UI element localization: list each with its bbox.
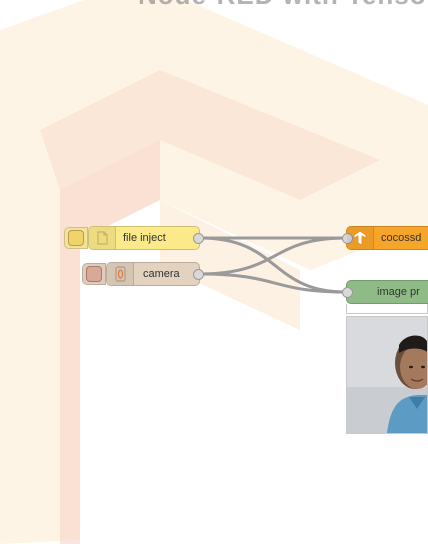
file-icon [89,227,116,249]
node-file-inject[interactable]: file inject [88,226,204,250]
node-label: file inject [123,232,166,244]
node-camera[interactable]: camera [106,262,204,286]
wire-camera-to-cocossd[interactable] [199,236,347,276]
node-cocossd[interactable]: cocossd [342,226,428,250]
input-port[interactable] [342,287,353,298]
camera-icon [107,263,134,285]
page-title: Node-RED with TensorFlow.js [138,0,428,11]
output-port[interactable] [193,269,204,280]
file-inject-button-wrap[interactable] [64,227,88,249]
node-label: camera [143,268,180,280]
logo-side-face [60,140,160,544]
image-preview-panel [346,316,428,434]
wire-file-to-preview[interactable] [199,236,347,294]
wire-camera-to-preview[interactable] [199,272,347,294]
node-image-preview[interactable]: image pr [342,280,428,304]
output-port[interactable] [193,233,204,244]
logo-mid-face [40,70,380,200]
camera-button[interactable] [86,266,102,282]
file-inject-button[interactable] [68,230,84,246]
camera-button-wrap[interactable] [82,263,106,285]
tensorflow-icon [347,227,374,249]
preview-status-bar [346,304,428,314]
preview-image [347,317,428,433]
node-label: cocossd [381,232,422,244]
node-label: image pr [377,286,420,298]
input-port[interactable] [342,233,353,244]
